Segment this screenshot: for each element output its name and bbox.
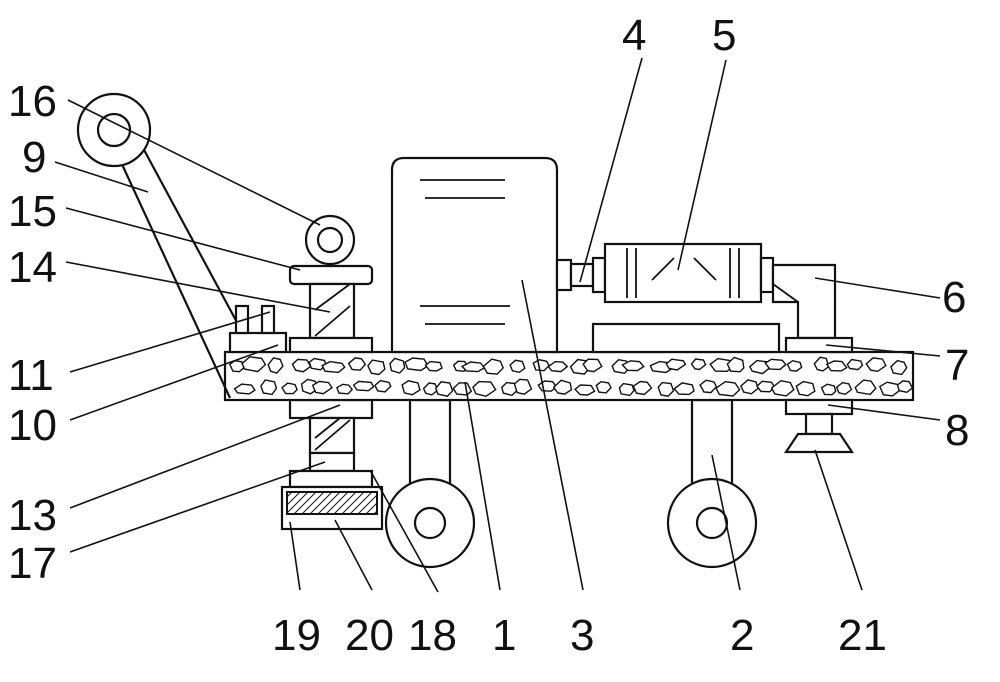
rear-leg-2 — [668, 400, 756, 567]
label-6: 6 — [942, 273, 966, 322]
label-5: 5 — [712, 11, 736, 60]
label-10: 10 — [8, 401, 57, 450]
label-1: 1 — [492, 611, 516, 660]
label-9: 9 — [22, 133, 46, 182]
stone-mark — [538, 381, 556, 391]
lower-screw-assembly — [282, 400, 382, 529]
label-14: 14 — [8, 243, 57, 292]
label-3: 3 — [570, 611, 594, 660]
label-18: 18 — [408, 611, 457, 660]
pipe-6 — [773, 265, 852, 352]
stone-mark — [354, 381, 374, 390]
stone-mark — [822, 384, 836, 395]
label-11: 11 — [8, 351, 54, 400]
scraper-pad-19 — [287, 492, 377, 514]
label-20: 20 — [345, 611, 394, 660]
stone-mark — [405, 358, 428, 371]
nozzle-21 — [786, 400, 852, 452]
stone-mark — [757, 381, 775, 392]
label-7: 7 — [945, 341, 969, 390]
motor-5 — [593, 244, 779, 352]
stone-mark — [898, 381, 913, 392]
label-2: 2 — [730, 611, 754, 660]
pump-4 — [557, 260, 593, 290]
label-17: 17 — [8, 539, 57, 588]
label-15: 15 — [8, 187, 57, 236]
stone-mark — [847, 360, 862, 370]
stone-mark — [426, 362, 443, 371]
stone-mark — [765, 359, 786, 369]
stone-mark — [337, 384, 352, 394]
label-16: 16 — [8, 77, 57, 126]
label-8: 8 — [945, 406, 969, 455]
label-13: 13 — [8, 491, 57, 540]
label-21: 21 — [838, 611, 887, 660]
upper-screw-assembly — [290, 266, 372, 352]
stone-mark — [796, 382, 815, 396]
stone-mark — [368, 360, 385, 374]
tank-3 — [392, 158, 557, 352]
stone-mark — [261, 380, 277, 394]
stone-mark — [390, 358, 405, 373]
label-19: 19 — [272, 611, 321, 660]
stone-mark — [322, 362, 345, 373]
label-4: 4 — [622, 11, 646, 60]
stone-mark — [619, 384, 634, 396]
base-plate — [225, 352, 913, 400]
pulley-16 — [306, 216, 354, 264]
stone-mark — [788, 361, 802, 371]
front-leg — [386, 400, 474, 567]
